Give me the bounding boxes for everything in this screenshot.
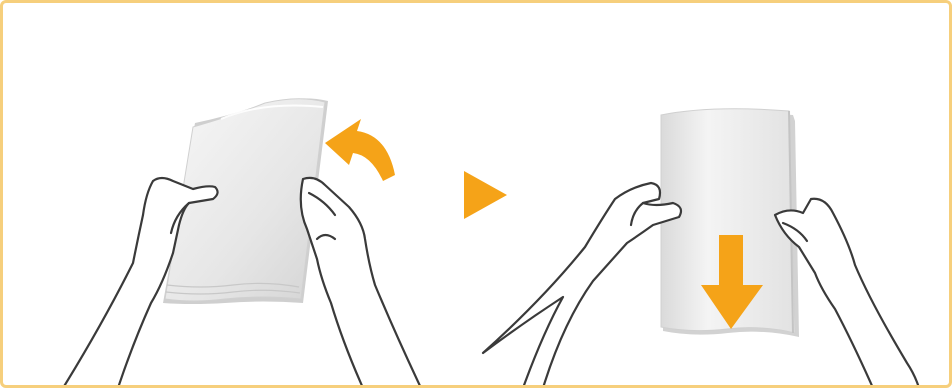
left-hand-2 bbox=[483, 183, 681, 385]
play-triangle-icon bbox=[464, 171, 507, 219]
step-align-paper bbox=[483, 109, 919, 385]
curved-arrow-icon bbox=[325, 119, 395, 181]
right-hand bbox=[301, 178, 421, 385]
paper-loading-illustration bbox=[3, 3, 949, 385]
step-fan-paper bbox=[63, 98, 421, 385]
